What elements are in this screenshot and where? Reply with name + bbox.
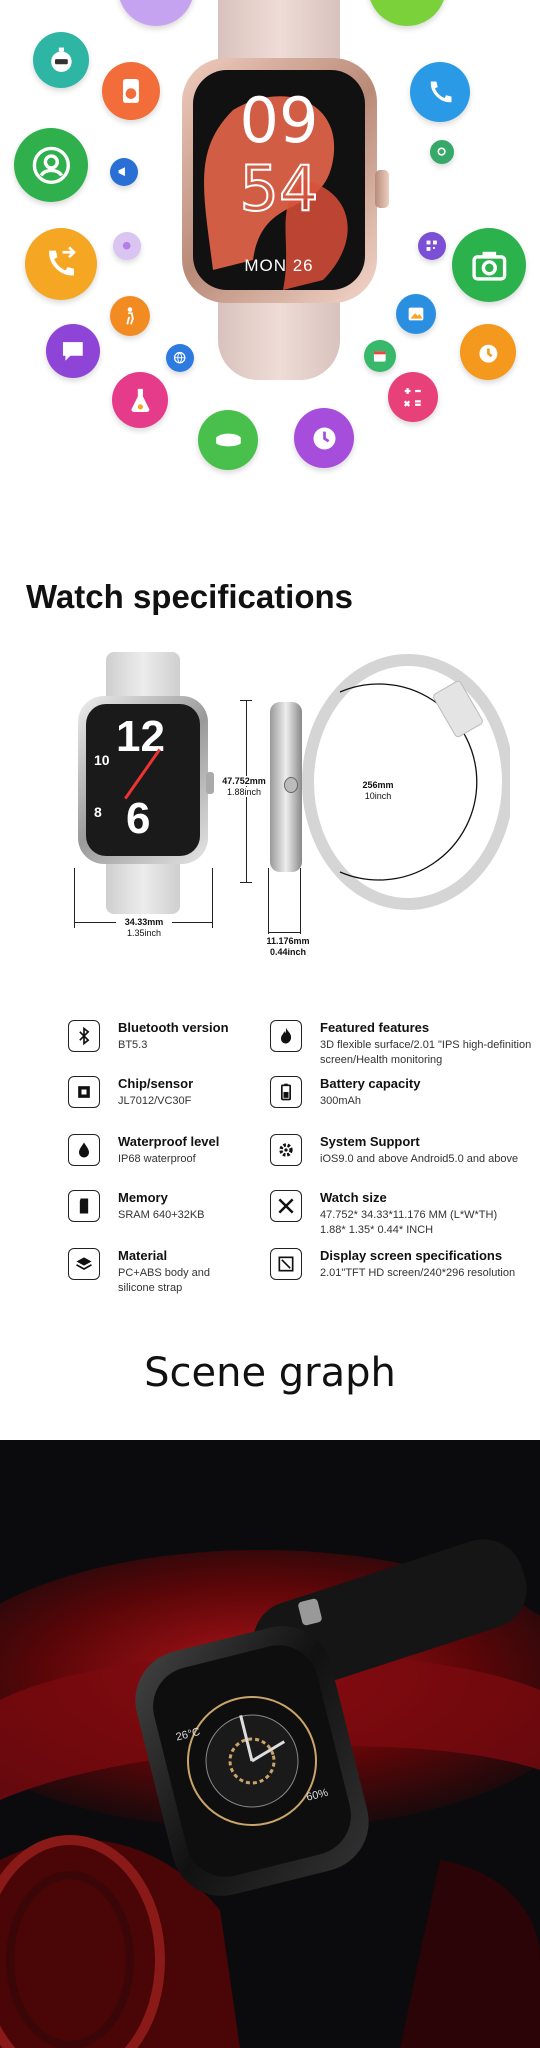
megaphone-icon <box>110 158 138 186</box>
scene-title: Scene graph <box>144 1350 396 1396</box>
height-mm-label: 47.752mm <box>216 776 272 786</box>
watch-strap-bottom <box>218 290 340 380</box>
spec-title: Chip/sensor <box>118 1076 194 1091</box>
spec-title: Watch size <box>320 1190 387 1205</box>
watch-date: MON 26 <box>244 256 314 275</box>
battery-icon <box>270 1076 302 1108</box>
front-crown <box>206 772 214 794</box>
phone-transfer-icon <box>25 228 97 300</box>
chat-icon <box>46 324 100 378</box>
thickness-mm-label: 11.176mm <box>266 936 310 946</box>
chip-icon <box>68 1076 100 1108</box>
music-player-icon <box>102 62 160 120</box>
scene-watch-screen: 26°C 60% <box>144 1636 360 1886</box>
layers-icon <box>68 1248 100 1280</box>
spec-value: iOS9.0 and above Android5.0 and above <box>320 1153 519 1165</box>
watch-hour: 09 <box>239 84 319 157</box>
water-drop-icon <box>68 1134 100 1166</box>
leaf-icon <box>368 0 446 26</box>
strap-loop-drawing <box>302 654 510 910</box>
face-number-6: 6 <box>126 794 151 843</box>
spec-value: 3D flexible surface/2.01 "IPS high-defin… <box>320 1039 532 1066</box>
height-tick-bottom <box>240 882 252 883</box>
front-strap-bottom <box>106 858 180 914</box>
camera-icon <box>452 228 526 302</box>
height-inch-label: 1.88inch <box>216 787 272 797</box>
spec-title: Memory <box>118 1190 168 1205</box>
width-tick-right <box>212 868 213 928</box>
thickness-tick-left <box>268 868 269 934</box>
width-inch-label: 1.35inch <box>126 928 162 938</box>
flower-icon <box>113 232 141 260</box>
watch-minute: 54 <box>239 151 320 226</box>
spec-value: SRAM 640+32KB <box>118 1209 205 1221</box>
width-tick-left <box>74 868 75 928</box>
spec-title: Display screen specifications <box>320 1248 503 1263</box>
thickness-inch-label: 0.44inch <box>269 947 307 957</box>
hiker-icon <box>110 296 150 336</box>
spec-title: Bluetooth version <box>118 1020 229 1035</box>
spec-title: System Support <box>320 1134 420 1149</box>
spec-value: IP68 waterproof <box>118 1153 196 1165</box>
thickness-tick-right <box>300 868 301 934</box>
sd-card-icon <box>68 1190 100 1222</box>
spec-value: 2.01"TFT HD screen/240*296 resolution <box>320 1267 516 1279</box>
height-tick-top <box>240 700 252 701</box>
front-strap-top <box>106 652 180 702</box>
side-crown <box>284 777 298 793</box>
watch-screen: 09 54 MON 26 <box>193 70 365 290</box>
strap-mm-label: 256mm <box>362 780 394 790</box>
strap-inch-label: 10inch <box>364 791 392 801</box>
qr-code-icon <box>418 232 446 260</box>
spec-value: JL7012/VC30F <box>118 1095 192 1107</box>
front-screen: 10 12 8 6 <box>86 704 200 856</box>
scene-watch-face <box>187 1696 317 1826</box>
bluetooth-icon <box>68 1020 100 1052</box>
spec-value: PC+ABS body and silicone strap <box>118 1267 211 1294</box>
spec-title: Waterproof level <box>118 1134 220 1149</box>
spec-value: 47.752* 34.33*11.176 MM (L*W*TH) 1.88* 1… <box>320 1209 498 1236</box>
screen-size-icon <box>270 1248 302 1280</box>
calendar-icon <box>364 340 396 372</box>
stopwatch-icon <box>33 32 89 88</box>
watch-crown <box>375 170 389 208</box>
alarm-icon <box>460 324 516 380</box>
palette-icon <box>118 0 194 26</box>
front-watch-diagram: 10 12 8 6 <box>76 652 214 914</box>
gear-icon <box>270 1134 302 1166</box>
scene-photo: 26°C 60% <box>0 1440 540 2048</box>
face-number-8: 8 <box>94 804 102 820</box>
person-icon <box>14 128 88 202</box>
thickness-dimension-line <box>268 932 300 933</box>
ruler-pencil-icon <box>270 1190 302 1222</box>
flame-icon <box>270 1020 302 1052</box>
spec-title: Material <box>118 1248 168 1263</box>
globe-icon <box>166 344 194 372</box>
spec-title: Featured features <box>320 1020 430 1035</box>
side-watch-diagram <box>260 652 510 922</box>
calculator-icon <box>388 372 438 422</box>
photo-icon <box>396 294 436 334</box>
hero-banner: 09 54 MON 26 <box>0 0 540 480</box>
specs-title: Watch specifications <box>26 578 354 615</box>
clock-icon <box>294 408 354 468</box>
spec-value: 300mAh <box>320 1095 361 1107</box>
spec-title: Battery capacity <box>320 1076 421 1091</box>
spec-value: BT5.3 <box>118 1039 148 1051</box>
sleep-mask-icon <box>198 410 258 470</box>
face-number-10: 10 <box>94 752 110 768</box>
flask-icon <box>112 372 168 428</box>
watch-wallpaper <box>204 96 348 290</box>
phone-icon <box>410 62 470 122</box>
width-mm-label: 34.33mm <box>116 917 172 927</box>
settings-icon <box>430 140 454 164</box>
